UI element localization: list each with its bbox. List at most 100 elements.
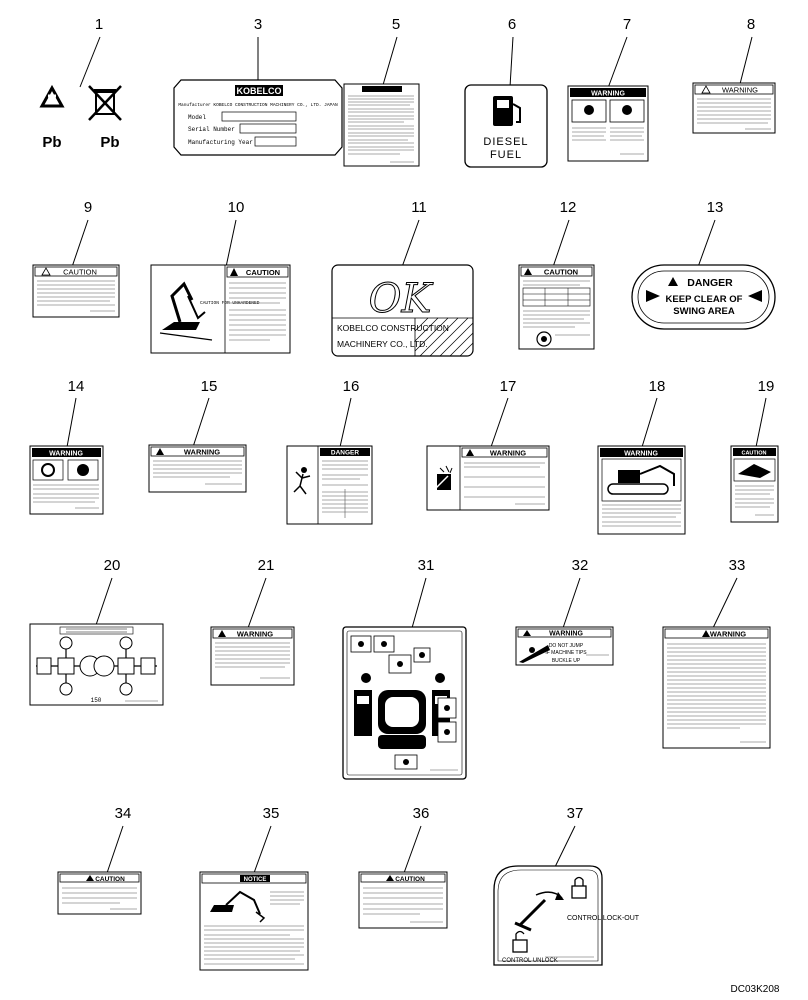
nameplate-year: Manufacturing Year — [188, 139, 253, 146]
decal-10-caution: 10 CAUTION CAUTION FOR UNHARDENED — [150, 199, 291, 354]
decal-21-warning: 21 WARNING — [210, 557, 295, 686]
callout-31: 31 — [418, 557, 435, 574]
warning-header-17: WARNING — [490, 449, 526, 458]
decal-12-caution: 12 CAUTION — [518, 199, 595, 350]
callout-34: 34 — [115, 805, 132, 822]
lever-value: 150 — [91, 697, 102, 704]
lever-pattern-graphic — [36, 636, 157, 696]
callout-1: 1 — [95, 16, 103, 33]
callout-32: 32 — [572, 557, 589, 574]
nameplate-model: Model — [188, 114, 206, 121]
person-falling-icon — [293, 467, 311, 495]
buckle-up: BUCKLE UP — [552, 658, 581, 664]
warning-header-21: WARNING — [237, 630, 273, 639]
diagram-code: DC03K208 — [731, 984, 780, 995]
caution-header-36: CAUTION — [395, 876, 425, 883]
crossed-bin-icon — [88, 85, 122, 121]
callout-18: 18 — [649, 378, 666, 395]
nameplate-brand: KOBELCO — [237, 86, 282, 96]
callout-20: 20 — [104, 557, 121, 574]
swing-line-2: SWING AREA — [673, 306, 735, 317]
callout-13: 13 — [707, 199, 724, 216]
decal-13-danger: 13 DANGER KEEP CLEAR OF SWING AREA — [631, 199, 776, 330]
unlock-icon — [512, 930, 528, 953]
decal-35-notice: 35 NOTICE — [199, 805, 309, 971]
danger-header-13: DANGER — [687, 277, 733, 289]
decal-19-caution: 19 CAUTION — [730, 378, 779, 523]
decal-8-warning: 8 WARNING — [692, 16, 776, 134]
pb-label-1: Pb — [42, 134, 61, 151]
kobelco-line-1: KOBELCO CONSTRUCTION — [337, 323, 449, 333]
callout-35: 35 — [263, 805, 280, 822]
decal-16-danger: 16 DANGER — [286, 378, 373, 525]
lock-icon — [571, 876, 587, 899]
warning-header-18: WARNING — [624, 451, 658, 458]
callout-21: 21 — [258, 557, 275, 574]
decal-34-caution: 34 CAUTION — [57, 805, 142, 915]
warning-header-14: WARNING — [49, 451, 83, 458]
callout-9: 9 — [84, 199, 92, 216]
caution-header-34: CAUTION — [95, 876, 125, 883]
callout-3: 3 — [254, 16, 262, 33]
callout-5: 5 — [392, 16, 400, 33]
callout-6: 6 — [508, 16, 516, 33]
swing-line-1: KEEP CLEAR OF — [666, 294, 743, 305]
decal-37-control-lockout: 37 CONTROL LOCK-OUT CONTROL UNLOCK — [493, 805, 640, 966]
callout-16: 16 — [343, 378, 360, 395]
decal-32-warning: 32 WARNING DO NOT JUMP IF MACHINE TIPS B… — [515, 557, 614, 666]
if-machine-tips: IF MACHINE TIPS — [545, 650, 587, 656]
callout-14: 14 — [68, 378, 85, 395]
control-lock-out: CONTROL LOCK-OUT — [567, 915, 640, 922]
warning-header-33: WARNING — [710, 630, 746, 639]
nameplate-maker: Manufacturer KOBELCO CONSTRUCTION MACHIN… — [178, 102, 338, 108]
recycle-icon — [39, 84, 65, 108]
do-not-jump: DO NOT JUMP — [549, 643, 584, 649]
decal-15-warning: 15 WARNING — [148, 378, 247, 493]
notice-header-35: NOTICE — [244, 877, 267, 883]
danger-header-16: DANGER — [331, 450, 359, 457]
decal-20-lever-pattern: 20 150 — [29, 557, 164, 706]
callout-33: 33 — [729, 557, 746, 574]
decal-5-text: 5 — [343, 16, 420, 167]
decal-11-ok-logo: 11 OK KOBELCO CONSTRUCTION MACHINERY CO.… — [331, 199, 474, 357]
decal-3-nameplate: 3 KOBELCO Manufacturer KOBELCO CONSTRUCT… — [173, 16, 343, 156]
warning-header-15: WARNING — [184, 448, 220, 457]
operator-seat-icon — [354, 673, 450, 749]
caution-header-10: CAUTION — [246, 268, 280, 277]
decal-17-warning: 17 WARNING — [426, 378, 550, 511]
fuel-line-1: DIESEL — [483, 136, 528, 148]
decal-36-caution: 36 CAUTION — [358, 805, 448, 929]
fuel-pump-icon — [493, 96, 521, 126]
kobelco-line-2: MACHINERY CO., LTD. — [337, 339, 428, 349]
caution-header-12: CAUTION — [544, 268, 578, 277]
tip-over-icon — [519, 645, 550, 663]
warning-header-7: WARNING — [591, 91, 625, 98]
excavator-arm-icon — [210, 890, 266, 923]
decal-6-diesel-fuel: 6 DIESEL FUEL — [464, 16, 548, 168]
callout-7: 7 — [623, 16, 631, 33]
caution-header-19: CAUTION — [741, 451, 766, 457]
caution-header-9: CAUTION — [63, 268, 97, 277]
pb-label-2: Pb — [100, 134, 119, 151]
warning-header-8: WARNING — [722, 86, 758, 95]
callout-19: 19 — [758, 378, 775, 395]
nameplate-serial: Serial Number — [188, 126, 235, 133]
callout-10: 10 — [228, 199, 245, 216]
battery-explosion-icon — [435, 465, 453, 490]
ok-logo-text: OK — [369, 276, 434, 322]
control-unlock: CONTROL UNLOCK — [502, 958, 558, 964]
callout-17: 17 — [500, 378, 517, 395]
decal-31-control-layout: 31 — [342, 557, 467, 780]
warning-header-32: WARNING — [549, 631, 583, 638]
decal-9-caution: 9 CAUTION — [32, 199, 120, 318]
callout-15: 15 — [201, 378, 218, 395]
decal-7-warning: 7 WARNING — [567, 16, 649, 162]
decal-14-warning: 14 WARNING — [29, 378, 104, 515]
decal-33-warning: 33 WARNING — [662, 557, 771, 749]
decal-18-warning: 18 WARNING — [597, 378, 686, 535]
callout-12: 12 — [560, 199, 577, 216]
excavator-track-icon — [607, 464, 675, 495]
fuel-line-2: FUEL — [490, 149, 522, 161]
callout-11: 11 — [411, 199, 427, 216]
